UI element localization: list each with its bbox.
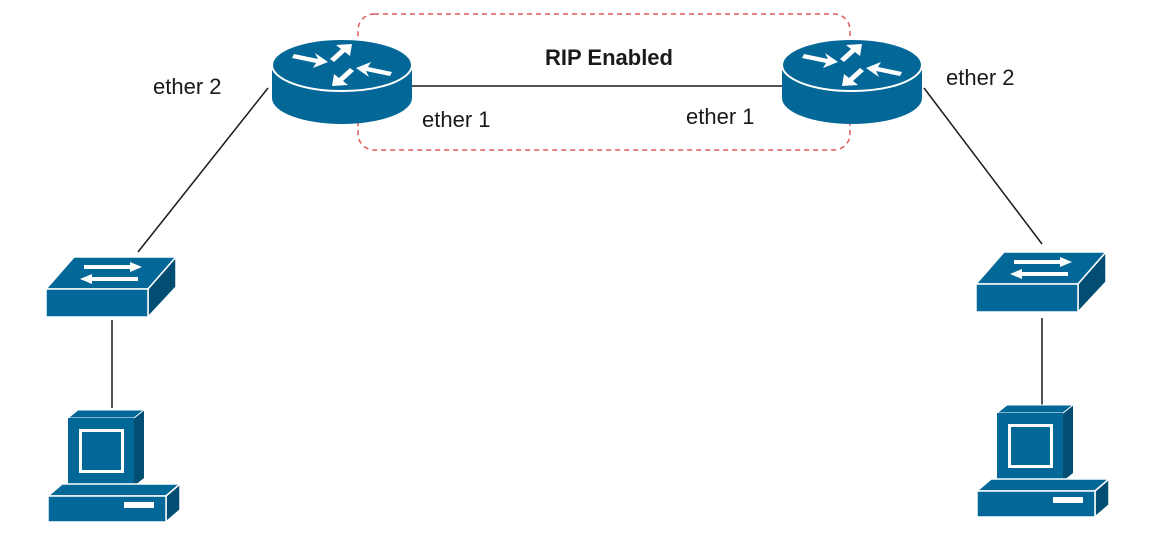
right-router-ether2-label: ether 2 (946, 65, 1015, 90)
rip-zone-boundary (357, 13, 851, 151)
left-router-icon[interactable] (271, 38, 413, 125)
left-router-to-switch-link (137, 87, 269, 253)
right-router-icon[interactable] (781, 38, 923, 125)
left-router-ether1-label: ether 1 (422, 107, 491, 132)
rip-zone-label: RIP Enabled (545, 45, 673, 70)
right-switch-icon[interactable] (975, 251, 1107, 313)
right-workstation-icon[interactable] (976, 404, 1110, 518)
left-switch-icon[interactable] (45, 256, 177, 318)
left-workstation-icon[interactable] (47, 409, 181, 523)
right-router-to-switch-link (923, 87, 1043, 245)
right-router-ether1-label: ether 1 (686, 104, 755, 129)
left-router-ether2-label: ether 2 (153, 74, 222, 99)
